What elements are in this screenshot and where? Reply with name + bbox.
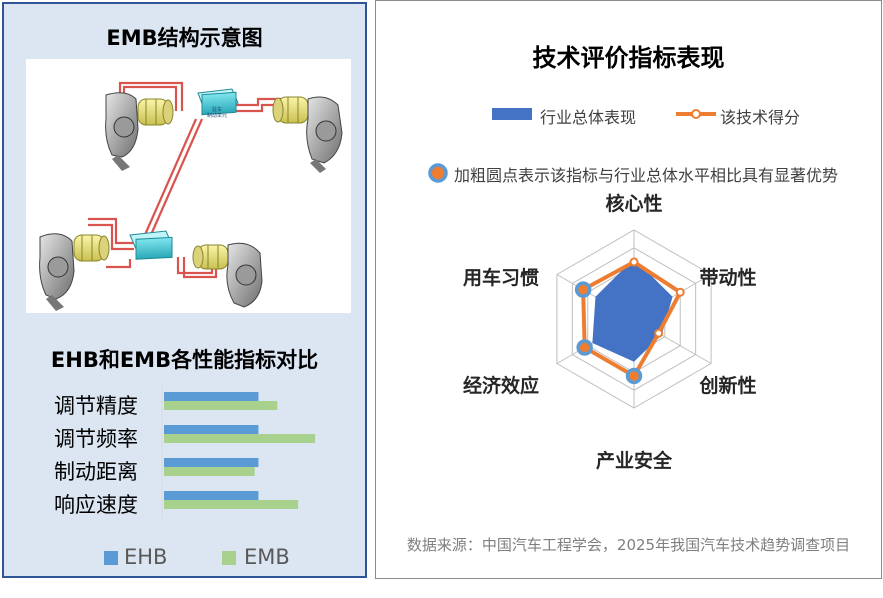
caliper-front-left xyxy=(105,92,139,171)
caliper-front-right xyxy=(306,96,343,173)
module-label-1: 驻车 xyxy=(212,106,222,113)
control-module-bottom xyxy=(129,230,173,260)
radar-axis-label: 经济效应 xyxy=(463,374,539,397)
motor-rear-right xyxy=(192,244,229,270)
radar-axis-label: 创新性 xyxy=(698,374,756,397)
bar-category-label: 响应速度 xyxy=(54,493,138,517)
legend-item-tech: 该技术得分 xyxy=(676,103,836,127)
radar-axis-label: 用车习惯 xyxy=(463,266,539,289)
legend-label-emb: EMB xyxy=(244,545,290,569)
radar-industry-area xyxy=(592,258,673,362)
right-panel: 技术评价指标表现 行业总体表现 该技术得分 加粗圆点表示该指标与行业总体水平相比… xyxy=(375,0,882,579)
bar-category-label: 调节精度 xyxy=(54,394,138,418)
bar-category-label: 调节频率 xyxy=(54,427,138,451)
legend-item-industry: 行业总体表现 xyxy=(492,103,652,127)
highlight-note: 加粗圆点表示该指标与行业总体水平相比具有显著优势 xyxy=(426,161,876,185)
bar-emb xyxy=(164,401,278,410)
radar-highlight-point xyxy=(625,367,643,385)
highlight-note-text: 加粗圆点表示该指标与行业总体水平相比具有显著优势 xyxy=(454,166,839,185)
bar-category-label: 制动距离 xyxy=(54,460,138,484)
legend-label-ehb: EHB xyxy=(124,545,168,569)
radar-chart-title: 技术评价指标表现 xyxy=(532,44,725,72)
legend-swatch-emb xyxy=(222,551,236,565)
bar-emb xyxy=(164,500,299,509)
legend-label-industry: 行业总体表现 xyxy=(540,108,637,127)
wiring-harness xyxy=(88,81,284,279)
legend-swatch-industry xyxy=(492,108,532,120)
radar-series xyxy=(574,257,685,385)
highlight-marker-icon xyxy=(428,163,448,183)
radar-point xyxy=(629,257,639,267)
bar-ehb xyxy=(164,458,259,467)
radar-axis-label: 带动性 xyxy=(699,266,756,289)
caliper-rear-right xyxy=(226,242,263,308)
data-source: 数据来源：中国汽车工程学会，2025年我国汽车技术趋势调查项目 xyxy=(406,536,851,554)
radar-axis-label: 核心性 xyxy=(605,192,662,215)
emb-structure-diagram: 驻车 制动单元 xyxy=(26,59,351,313)
ehb-emb-comparison-title: EHB和EMB各性能指标对比 xyxy=(50,348,319,372)
bar-ehb xyxy=(164,491,259,500)
motor-front-right xyxy=(272,96,309,124)
bar-chart-legend: EHB EMB xyxy=(4,542,365,572)
legend-label-tech: 该技术得分 xyxy=(720,108,801,127)
emb-structure-title: EMB结构示意图 xyxy=(106,26,263,50)
radar-point xyxy=(654,328,664,338)
control-module-top: 驻车 制动单元 xyxy=(197,88,239,119)
bar-ehb xyxy=(164,425,259,434)
bar-emb xyxy=(164,467,255,476)
radar-highlight-point xyxy=(574,281,592,298)
left-panel: EMB结构示意图 xyxy=(2,2,367,578)
motor-rear-left xyxy=(73,234,110,262)
radar-axis-label: 产业安全 xyxy=(596,449,673,472)
legend-swatch-tech xyxy=(676,109,716,119)
caliper-rear-left xyxy=(39,233,75,311)
emb-diagram-svg: 驻车 制动单元 xyxy=(39,81,343,311)
bar-ehb xyxy=(164,392,259,401)
legend-swatch-ehb xyxy=(104,551,118,565)
module-label-2: 制动单元 xyxy=(207,112,227,119)
radar-point xyxy=(675,287,685,297)
radar-highlight-point xyxy=(576,339,593,356)
bar-emb xyxy=(164,434,316,443)
motor-front-left xyxy=(137,98,174,126)
